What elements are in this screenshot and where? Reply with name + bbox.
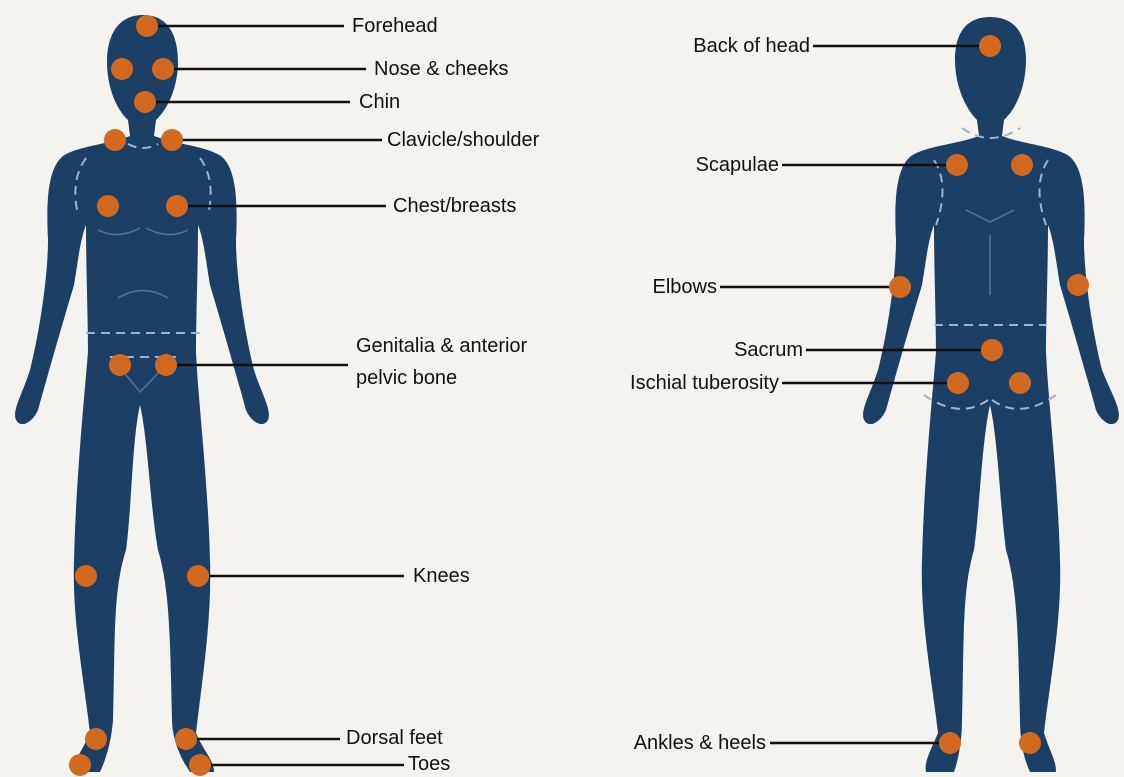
point-ischial-left — [947, 372, 969, 394]
point-heel-left — [939, 732, 961, 754]
point-pelvic-left — [109, 354, 131, 376]
point-heel-right — [1019, 732, 1041, 754]
point-sacrum — [981, 339, 1003, 361]
point-dorsal-foot-right — [175, 728, 197, 750]
point-toe-left — [69, 754, 91, 776]
point-forehead — [136, 15, 158, 37]
point-cheek-left — [111, 58, 133, 80]
point-chest-right — [166, 195, 188, 217]
leader-lines — [145, 26, 992, 765]
point-toe-right — [189, 754, 211, 776]
point-knee-left — [75, 565, 97, 587]
front-body — [15, 15, 269, 772]
label-sacrum: Sacrum — [560, 338, 803, 362]
point-elbow-right — [1067, 274, 1089, 296]
label-dorsal-feet: Dorsal feet — [346, 726, 443, 750]
point-ischial-right — [1009, 372, 1031, 394]
back-body — [863, 17, 1119, 772]
point-pelvic-right — [155, 354, 177, 376]
point-chest-left — [97, 195, 119, 217]
label-ankles-heels: Ankles & heels — [560, 731, 766, 755]
point-clavicle-left — [104, 129, 126, 151]
label-back-of-head: Back of head — [560, 34, 810, 58]
label-nose-cheeks: Nose & cheeks — [374, 57, 509, 81]
label-chin: Chin — [359, 90, 400, 114]
label-scapulae: Scapulae — [560, 153, 779, 177]
point-nose-cheek-right — [152, 58, 174, 80]
point-scapula-left — [946, 154, 968, 176]
label-clavicle-shoulder: Clavicle/shoulder — [387, 128, 539, 152]
label-chest-breasts: Chest/breasts — [393, 194, 516, 218]
point-clavicle-right — [161, 129, 183, 151]
point-back-of-head — [979, 35, 1001, 57]
label-elbows: Elbows — [560, 275, 717, 299]
point-knee-right — [187, 565, 209, 587]
point-scapula-right — [1011, 154, 1033, 176]
point-dorsal-foot-left — [85, 728, 107, 750]
point-chin — [134, 91, 156, 113]
label-genitalia-line2: pelvic bone — [356, 366, 457, 390]
label-ischial-tuberosity: Ischial tuberosity — [560, 371, 779, 395]
label-genitalia-line1: Genitalia & anterior — [356, 334, 527, 358]
label-toes: Toes — [408, 752, 450, 776]
label-knees: Knees — [413, 564, 470, 588]
label-forehead: Forehead — [352, 14, 438, 38]
point-elbow-left — [889, 276, 911, 298]
